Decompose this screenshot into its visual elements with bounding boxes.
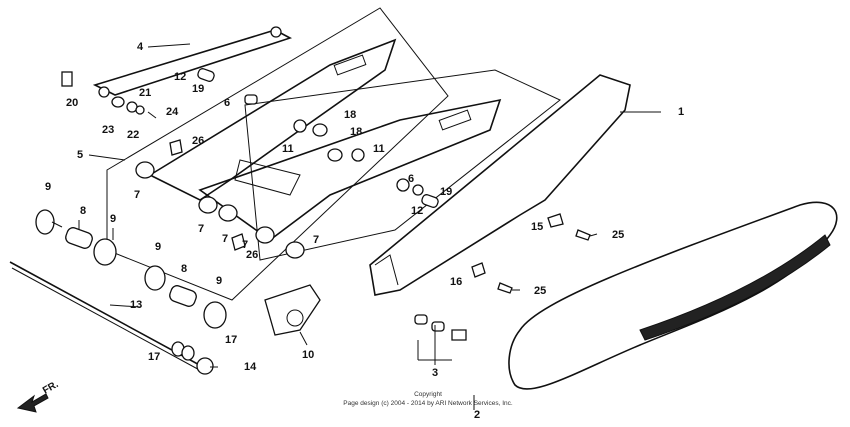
- bush-11b: [351, 148, 365, 162]
- callout-25: 25: [612, 229, 624, 241]
- direction-label: FR.: [41, 379, 61, 397]
- callout-24: 24: [166, 106, 179, 118]
- pin-24: [147, 111, 157, 119]
- axle-slot-left: [333, 54, 367, 76]
- washer-18b: [327, 148, 343, 162]
- leader-lines: [51, 43, 661, 410]
- bolt-15: [547, 213, 564, 228]
- callout-9: 9: [155, 241, 161, 253]
- callout-7: 7: [134, 189, 140, 201]
- callout-7: 7: [242, 239, 248, 251]
- crossmember: [234, 159, 301, 196]
- callout-15: 15: [531, 221, 543, 233]
- callout-6: 6: [408, 173, 414, 185]
- bolt-20: [61, 71, 73, 87]
- washer-17b: [181, 345, 195, 361]
- callout-4: 4: [137, 41, 144, 53]
- callout-11: 11: [282, 143, 294, 155]
- master-link-clip: [451, 329, 467, 341]
- callout-5: 5: [77, 149, 83, 161]
- callout-11: 11: [373, 143, 385, 155]
- callout-9: 9: [45, 181, 51, 193]
- pivot-shaft-edge: [11, 267, 206, 374]
- callout-10: 10: [302, 349, 314, 361]
- callout-19: 19: [440, 186, 452, 198]
- collar-8a: [65, 227, 93, 249]
- torque-link-eye: [270, 26, 282, 38]
- fitting-26a: [169, 139, 183, 156]
- chain-slider-hole: [286, 309, 304, 327]
- callout-26: 26: [246, 249, 258, 261]
- bolt-25a: [575, 229, 591, 241]
- callout-19: 19: [192, 83, 204, 95]
- bearing-9b: [93, 238, 117, 266]
- callout-7: 7: [222, 233, 228, 245]
- callout-20: 20: [66, 97, 78, 109]
- collar-12b: [421, 194, 439, 208]
- bush-7b: [198, 196, 218, 214]
- collar-8b: [169, 285, 197, 307]
- chain-links: [639, 234, 831, 341]
- callout-16: 16: [450, 276, 462, 288]
- dust-seal-9a: [35, 209, 55, 235]
- chain-case: [369, 74, 631, 296]
- bush-7a: [135, 161, 155, 179]
- callout-7: 7: [313, 234, 319, 246]
- callout-13: 13: [130, 299, 142, 311]
- copyright-line-1: Copyright: [414, 391, 442, 398]
- chain-case-end: [374, 254, 399, 286]
- copyright-line-2: Page design (c) 2004 - 2014 by ARI Netwo…: [343, 400, 513, 407]
- callout-18: 18: [344, 109, 356, 121]
- callout-1: 1: [678, 106, 684, 118]
- fitting-26b: [231, 233, 246, 251]
- callout-18: 18: [350, 126, 362, 138]
- bolt-16: [471, 262, 486, 278]
- bush-7d: [255, 226, 275, 244]
- bush-7e: [285, 241, 305, 259]
- swingarm-outline-box: [106, 7, 449, 301]
- callout-17: 17: [225, 334, 237, 346]
- callout-26: 26: [192, 135, 204, 147]
- callout-12: 12: [174, 71, 186, 83]
- callout-8: 8: [181, 263, 187, 275]
- washer-18a: [312, 123, 328, 137]
- front-direction-arrow: [16, 393, 49, 413]
- swingarm-left-arm: [148, 38, 397, 201]
- callout-6: 6: [224, 97, 230, 109]
- callout-25: 25: [534, 285, 546, 297]
- dust-seal-9c: [144, 265, 166, 291]
- collar-12a: [197, 68, 215, 82]
- callout-14: 14: [244, 361, 257, 373]
- axle-slot-right: [438, 109, 472, 131]
- callout-3: 3: [432, 367, 438, 379]
- callout-2: 2: [474, 409, 480, 421]
- bolt-6b: [396, 178, 410, 192]
- washer-23: [111, 96, 125, 108]
- callout-7: 7: [198, 223, 204, 235]
- callout-12: 12: [411, 205, 423, 217]
- bush-11a: [293, 119, 307, 133]
- callout-23: 23: [102, 124, 114, 136]
- callout-8: 8: [80, 205, 86, 217]
- callout-9: 9: [110, 213, 116, 225]
- callout-9: 9: [216, 275, 222, 287]
- callout-22: 22: [127, 129, 139, 141]
- bush-7c: [218, 204, 238, 222]
- bolt-6a: [244, 94, 258, 105]
- torque-link-eye-2: [98, 86, 110, 98]
- callout-21: 21: [139, 87, 151, 99]
- washer-19b: [412, 184, 424, 196]
- callout-17: 17: [148, 351, 160, 363]
- bolt-25b: [497, 282, 513, 294]
- nut-21: [135, 105, 145, 115]
- master-link-plate: [414, 314, 428, 325]
- bearing-9d: [203, 301, 227, 329]
- pivot-nut: [196, 357, 214, 375]
